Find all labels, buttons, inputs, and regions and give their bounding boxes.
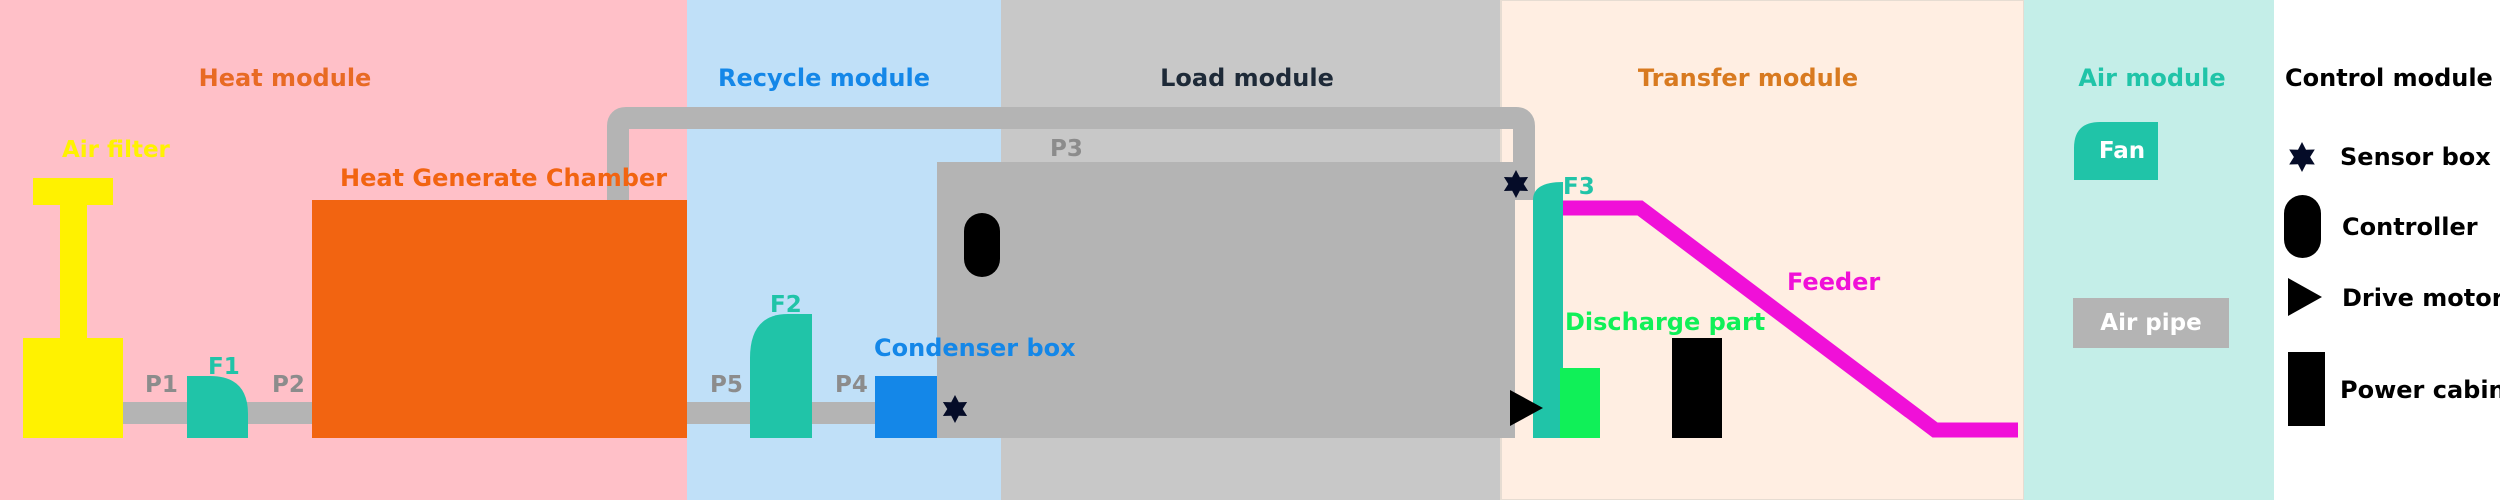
heat-generate-chamber-label: Heat Generate Chamber [340, 164, 667, 192]
pipe-p3-label: P3 [1050, 136, 1083, 162]
discharge-part [1560, 368, 1600, 438]
condenser-box [875, 376, 937, 438]
power-cabinet-icon [2288, 352, 2325, 426]
power-cabinet-icon [1672, 338, 1722, 438]
fan-f1-label: F1 [208, 354, 240, 380]
fan-f2 [750, 314, 812, 438]
fan-legend-label: Fan [2099, 138, 2145, 164]
pipe-p5-label: P5 [710, 372, 743, 398]
air-pipe-legend-icon [2073, 298, 2229, 348]
air-filter-label: Air filter [62, 137, 171, 163]
fan-f3 [1533, 182, 1563, 438]
air-module-title: Air module [2078, 64, 2225, 92]
air-filter-base [23, 338, 123, 438]
air-pipe-legend-label: Air pipe [2100, 310, 2201, 336]
load-module-title: Load module [1160, 64, 1334, 92]
condenser-box-label: Condenser box [874, 334, 1076, 362]
sensor-box-legend-label: Sensor box [2340, 143, 2491, 171]
controller-icon [2284, 195, 2321, 258]
discharge-part-label: Discharge part [1565, 308, 1765, 336]
drive-motor-icon [2288, 278, 2322, 316]
recycle-module-title: Recycle module [718, 64, 930, 92]
sensor-box-icon [2289, 142, 2315, 172]
control-module-title: Control module [2285, 64, 2493, 92]
air-filter-top [33, 178, 113, 205]
power-cabinet-legend-label: Power cabinet [2340, 376, 2500, 404]
controller-legend-label: Controller [2342, 213, 2478, 241]
fan-f3-label: F3 [1563, 174, 1595, 200]
sensor-box-icon [1503, 170, 1529, 198]
pipe-p4-label: P4 [835, 372, 868, 398]
load-box [937, 162, 1515, 438]
drive-motor-legend-label: Drive motor [2342, 284, 2500, 312]
transfer-module-title: Transfer module [1638, 64, 1858, 92]
feeder-label: Feeder [1787, 268, 1880, 296]
heat-generate-chamber [312, 200, 687, 438]
drive-motor-icon [1510, 390, 1543, 426]
pipe-p1-label: P1 [145, 372, 178, 398]
pipe-p2-label: P2 [272, 372, 305, 398]
feeder [1563, 200, 2018, 438]
fan-legend-icon [2074, 122, 2158, 180]
sensor-box-icon [942, 395, 968, 423]
pipe-p3 [607, 107, 1535, 200]
air-module-region [2024, 0, 2274, 500]
air-filter-stem [60, 205, 87, 340]
heat-module-title: Heat module [199, 64, 372, 92]
fan-f2-label: F2 [770, 292, 802, 318]
controller-icon [964, 213, 1000, 277]
fan-f1 [187, 376, 248, 438]
